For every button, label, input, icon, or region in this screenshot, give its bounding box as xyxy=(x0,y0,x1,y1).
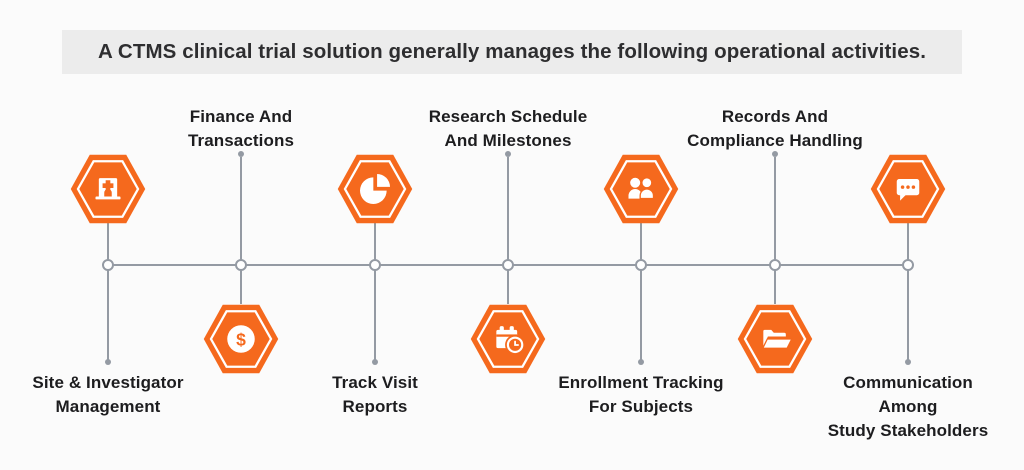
connector-line xyxy=(374,222,376,362)
pie-chart-icon xyxy=(360,174,390,204)
dollar-coin-icon: $ xyxy=(227,325,255,353)
svg-text:$: $ xyxy=(236,329,246,349)
page-title: A CTMS clinical trial solution generally… xyxy=(97,40,926,63)
timeline-node xyxy=(635,259,647,271)
hospital-icon xyxy=(95,178,121,200)
hexagon-badge xyxy=(337,154,413,224)
connector-line xyxy=(907,222,909,362)
hexagon-badge xyxy=(603,154,679,224)
timeline-node xyxy=(502,259,514,271)
connector-end-dot xyxy=(238,151,244,157)
connector-line xyxy=(107,222,109,362)
hexagon-badge xyxy=(70,154,146,224)
connector-end-dot xyxy=(105,359,111,365)
timeline-node xyxy=(369,259,381,271)
folder-icon xyxy=(761,329,793,349)
chat-bubble-icon xyxy=(896,179,920,201)
connector-line xyxy=(640,222,642,362)
hexagon-badge: $ xyxy=(203,304,279,374)
item-label: Enrollment Tracking For Subjects xyxy=(558,373,724,416)
hexagon-shape xyxy=(603,154,679,224)
item-label: Track Visit Reports xyxy=(332,373,418,416)
connector-end-dot xyxy=(505,151,511,157)
timeline-node xyxy=(235,259,247,271)
hexagon-badge xyxy=(470,304,546,374)
item-label: Site & Investigator Management xyxy=(32,373,184,416)
title-bar: A CTMS clinical trial solution generally… xyxy=(62,30,962,74)
hexagon-badge xyxy=(870,154,946,224)
item-label: Records And Compliance Handling xyxy=(687,107,863,150)
item-label: Finance And Transactions xyxy=(187,107,295,150)
connector-end-dot xyxy=(638,359,644,365)
connector-line xyxy=(774,157,776,304)
connector-end-dot xyxy=(905,359,911,365)
hexagon-shape xyxy=(337,154,413,224)
connector-line xyxy=(507,157,509,304)
timeline-node xyxy=(102,259,114,271)
item-label: Research Schedule And Milestones xyxy=(428,107,588,150)
timeline-node xyxy=(769,259,781,271)
hexagon-badge xyxy=(737,304,813,374)
people-icon xyxy=(628,177,655,200)
connector-line xyxy=(240,157,242,304)
timeline-node xyxy=(902,259,914,271)
connector-end-dot xyxy=(772,151,778,157)
connector-end-dot xyxy=(372,359,378,365)
calendar-clock-icon xyxy=(496,326,526,355)
item-label: Communication Among Study Stakeholders xyxy=(827,373,989,440)
